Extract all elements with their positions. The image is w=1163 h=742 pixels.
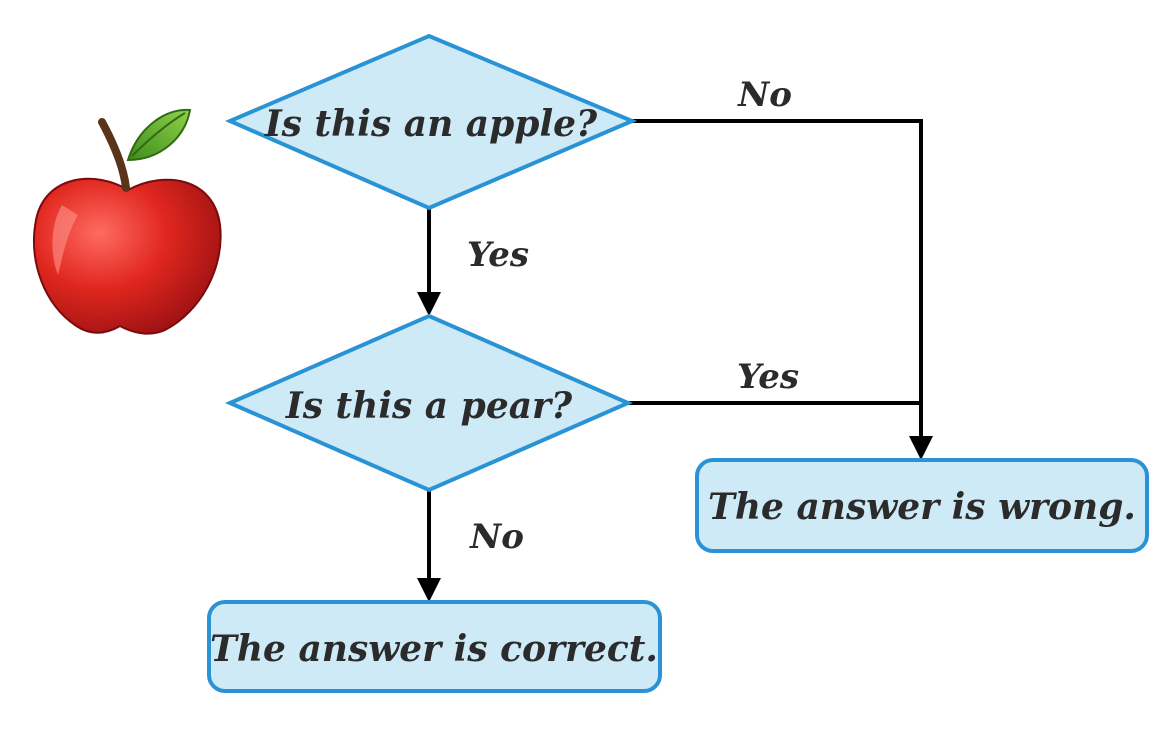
arrow-down-icon — [417, 292, 441, 316]
edge-label-apple-yes: Yes — [467, 235, 529, 275]
outcome-correct-box — [207, 600, 662, 693]
apple-stem — [98, 118, 130, 192]
decision-apple-shape — [224, 33, 638, 211]
decision-apple: Is this an apple? — [224, 33, 638, 211]
outcome-wrong-text: The answer is wrong. — [708, 486, 1136, 528]
apple-leaf-vein — [131, 112, 186, 157]
arrow-down-icon — [909, 436, 933, 460]
edge-label-pear-yes: Yes — [737, 357, 799, 397]
apple-illustration — [33, 108, 222, 335]
arrow-down-icon — [417, 578, 441, 602]
connectors — [427, 119, 923, 578]
apple-leaf — [126, 108, 192, 162]
edge-apple-no — [632, 119, 923, 438]
decision-pear-text: Is this a pear? — [285, 385, 573, 427]
arrowheads — [417, 292, 933, 602]
outcome-wrong: The answer is wrong. — [695, 458, 1149, 553]
apple-highlight — [52, 205, 78, 275]
outcome-correct: The answer is correct. — [207, 600, 662, 693]
outcome-correct-text: The answer is correct. — [210, 628, 658, 670]
outcome-wrong-box — [695, 458, 1149, 553]
edge-label-apple-no: No — [737, 75, 792, 115]
decision-pear: Is this a pear? — [225, 313, 633, 493]
edge-label-pear-no: No — [469, 517, 524, 557]
apple-body — [33, 177, 222, 335]
decision-pear-shape — [225, 313, 633, 493]
decision-apple-text: Is this an apple? — [264, 103, 598, 145]
